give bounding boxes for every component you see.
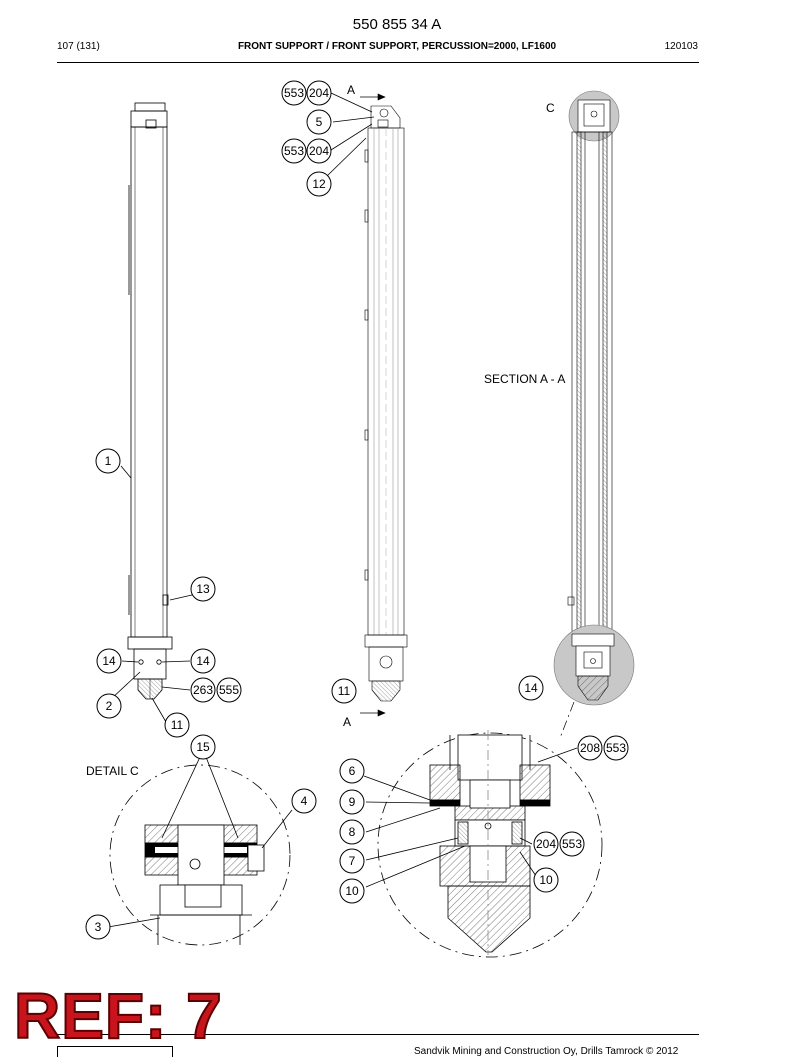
callout-555: 555 — [216, 677, 242, 703]
callout-14b: 14 — [190, 648, 216, 674]
footer-copyright: Sandvik Mining and Construction Oy, Dril… — [414, 1046, 679, 1057]
callout-13: 13 — [190, 576, 216, 602]
svg-text:553: 553 — [284, 144, 304, 158]
callout-2: 2 — [96, 693, 122, 719]
callout-14c: 14 — [518, 675, 544, 701]
page-number: 107 (131) — [57, 41, 100, 52]
part-number: 550 855 34 A — [352, 16, 442, 33]
header-rule — [57, 62, 699, 63]
svg-text:13: 13 — [196, 582, 210, 596]
right-section-view — [553, 90, 635, 706]
svg-text:2: 2 — [106, 699, 113, 713]
svg-text:3: 3 — [95, 920, 102, 934]
svg-text:553: 553 — [562, 837, 582, 851]
svg-text:1: 1 — [105, 454, 112, 468]
callout-12: 12 — [306, 171, 332, 197]
stamp-box — [57, 1046, 173, 1057]
svg-text:11: 11 — [338, 684, 351, 698]
section-marker-bottom: A — [343, 715, 352, 729]
callout-5: 5 — [306, 109, 332, 135]
section-marker-top: A — [347, 83, 356, 97]
svg-text:5: 5 — [316, 115, 323, 129]
svg-text:553: 553 — [606, 741, 626, 755]
svg-text:14: 14 — [196, 654, 210, 668]
callout-553a: 553 — [281, 80, 307, 106]
callout-553c: 553 — [603, 735, 629, 761]
callout-15: 15 — [190, 734, 216, 760]
ref-stamp: REF: 7 — [13, 980, 223, 1052]
callout-553d: 553 — [559, 831, 585, 857]
svg-text:10: 10 — [539, 873, 553, 887]
middle-front-view — [360, 93, 408, 717]
svg-text:204: 204 — [309, 144, 329, 158]
svg-text:263: 263 — [193, 683, 213, 697]
svg-text:12: 12 — [312, 177, 326, 191]
svg-text:8: 8 — [349, 825, 356, 839]
callout-11a: 11 — [164, 712, 190, 738]
svg-text:14: 14 — [102, 654, 116, 668]
detail-title: DETAIL C — [86, 764, 139, 778]
callout-208: 208 — [577, 735, 603, 761]
svg-text:15: 15 — [196, 740, 210, 754]
svg-text:6: 6 — [349, 764, 356, 778]
callout-8: 8 — [339, 819, 365, 845]
callout-6: 6 — [339, 758, 365, 784]
callout-10b: 10 — [533, 867, 559, 893]
section-title: SECTION A - A — [484, 372, 566, 386]
drawing-title: FRONT SUPPORT / FRONT SUPPORT, PERCUSSIO… — [237, 41, 557, 52]
detail-c-marker: C — [546, 101, 555, 115]
callout-204a: 204 — [306, 80, 332, 106]
drawing-code: 120103 — [664, 41, 698, 52]
svg-text:204: 204 — [309, 86, 329, 100]
svg-text:11: 11 — [171, 718, 184, 732]
callout-3: 3 — [85, 914, 111, 940]
svg-text:4: 4 — [301, 794, 308, 808]
callout-10a: 10 — [339, 878, 365, 904]
callout-263: 263 — [190, 677, 216, 703]
detail-c-view — [109, 764, 291, 946]
left-side-view — [127, 102, 173, 700]
svg-text:555: 555 — [219, 683, 239, 697]
svg-text:204: 204 — [536, 837, 556, 851]
section-detail-view — [377, 730, 603, 958]
callout-11b: 11 — [331, 678, 357, 704]
callout-4: 4 — [291, 788, 317, 814]
svg-text:14: 14 — [524, 681, 538, 695]
callout-14a: 14 — [96, 648, 122, 674]
footer-rule — [57, 1034, 699, 1035]
svg-text:208: 208 — [580, 741, 600, 755]
svg-text:10: 10 — [345, 884, 359, 898]
callout-204b: 204 — [306, 138, 332, 164]
callout-204c: 204 — [533, 831, 559, 857]
callout-9: 9 — [339, 789, 365, 815]
callout-553b: 553 — [281, 138, 307, 164]
svg-text:553: 553 — [284, 86, 304, 100]
svg-text:7: 7 — [349, 854, 356, 868]
callout-1: 1 — [95, 448, 121, 474]
callout-7: 7 — [339, 848, 365, 874]
svg-text:9: 9 — [349, 795, 356, 809]
